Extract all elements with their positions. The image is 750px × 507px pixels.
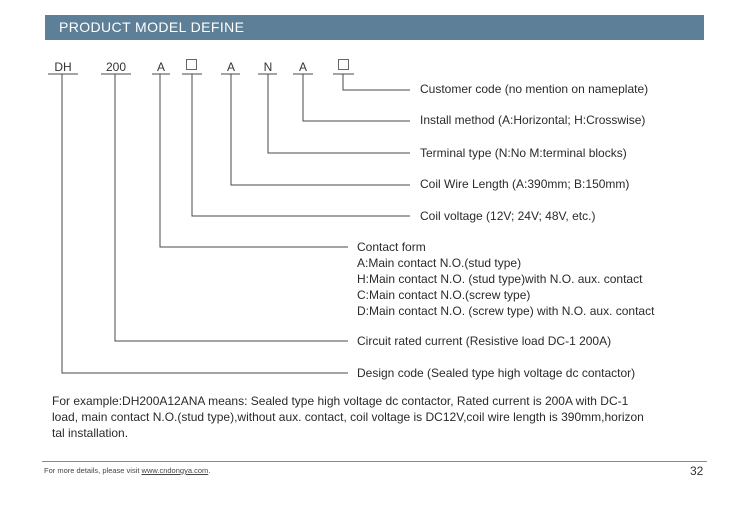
label-coil-wire-length: Coil Wire Length (A:390mm; B:150mm): [420, 177, 630, 191]
section-header: PRODUCT MODEL DEFINE: [45, 15, 704, 40]
example-line-3: tal installation.: [52, 426, 129, 440]
contact-option-a: A:Main contact N.O.(stud type): [357, 256, 522, 270]
label-circuit-current: Circuit rated current (Resistive load DC…: [357, 334, 612, 348]
contact-option-d: D:Main contact N.O. (screw type) with N.…: [357, 304, 655, 318]
footer-text: For more details, please visit: [44, 466, 142, 475]
code-customer-box: [338, 59, 349, 70]
contact-option-c: C:Main contact N.O.(screw type): [357, 288, 531, 302]
code-coil-voltage-box: [186, 59, 197, 70]
footer-divider: [42, 461, 707, 462]
code-wire-length: A: [226, 60, 235, 74]
footer-suffix: .: [208, 466, 211, 475]
section-title: PRODUCT MODEL DEFINE: [59, 19, 245, 35]
label-coil-voltage: Coil voltage (12V; 24V; 48V, etc.): [420, 209, 596, 223]
label-contact-form: Contact form: [357, 240, 426, 254]
example-line-1: For example:DH200A12ANA means: Sealed ty…: [52, 394, 629, 408]
label-terminal-type: Terminal type (N:No M:terminal blocks): [420, 146, 627, 160]
contact-option-h: H:Main contact N.O. (stud type)with N.O.…: [357, 272, 643, 286]
label-customer-code: Customer code (no mention on nameplate): [420, 82, 649, 96]
code-install: A: [298, 60, 307, 74]
code-terminal: N: [263, 60, 273, 74]
code-200: 200: [105, 60, 127, 74]
code-dh: DH: [54, 60, 72, 74]
example-paragraph: For example:DH200A12ANA means: Sealed ty…: [52, 393, 692, 441]
code-contact-form: A: [156, 60, 165, 74]
label-install-method: Install method (A:Horizontal; H:Crosswis…: [420, 113, 646, 127]
page-number: 32: [690, 464, 704, 478]
example-line-2: load, main contact N.O.(stud type),witho…: [52, 410, 644, 424]
footer-note: For more details, please visit www.cndon…: [44, 466, 210, 475]
footer-website-link[interactable]: www.cndongya.com: [141, 466, 209, 475]
label-design-code: Design code (Sealed type high voltage dc…: [357, 366, 636, 380]
